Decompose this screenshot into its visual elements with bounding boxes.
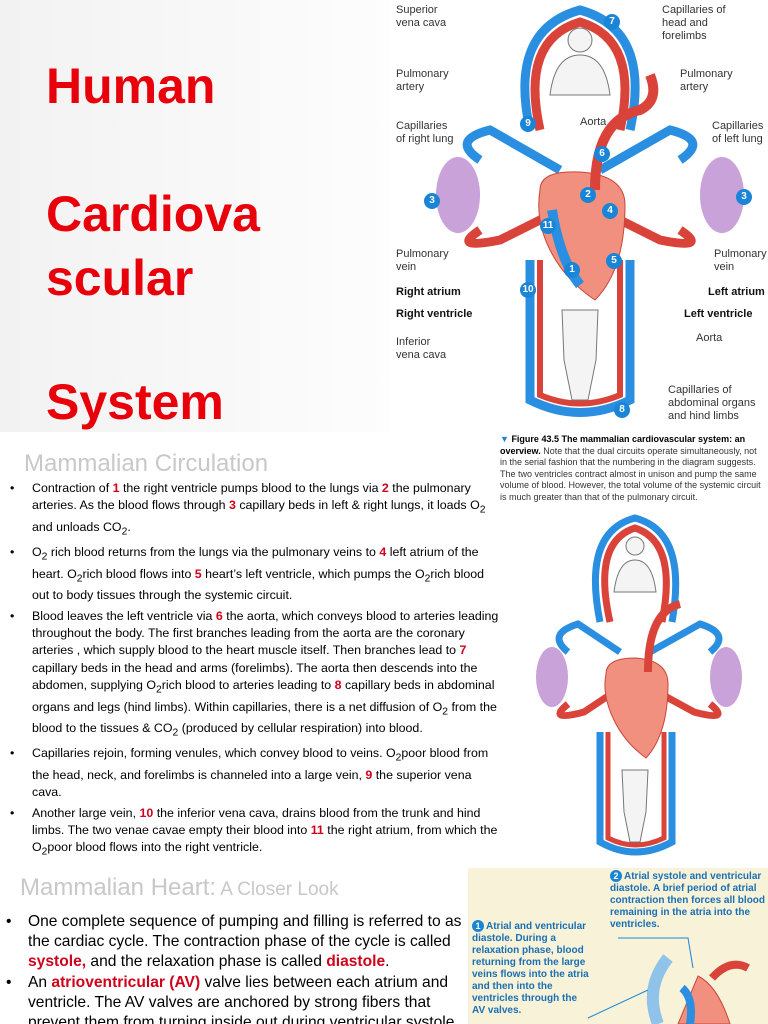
- label-inferior-vena-cava: Inferior vena cava: [396, 336, 446, 362]
- label-right-ventricle: Right ventricle: [396, 308, 472, 321]
- step-number-5: 5: [606, 253, 622, 269]
- step-number-3-right: 3: [736, 189, 752, 205]
- step-number-9: 9: [520, 116, 536, 132]
- heart-diastole-illustration: [468, 868, 768, 1024]
- triangle-icon: ▼: [500, 434, 509, 444]
- cardiovascular-diagram: Superior vena cava Capillaries of head a…: [390, 0, 768, 432]
- title-line-3: scular: [46, 250, 193, 306]
- figure-caption: ▼ Figure 43.5 The mammalian cardiovascul…: [500, 434, 762, 503]
- label-capillaries-left-lung: Capillaries of left lung: [712, 120, 763, 146]
- step-number-10: 10: [520, 282, 536, 298]
- slide-1: Human Cardiova scular System: [0, 0, 768, 432]
- title-line-4: System: [46, 374, 224, 430]
- step-number-1: 1: [564, 262, 580, 278]
- label-superior-vena-cava: Superior vena cava: [396, 4, 446, 30]
- title-line-2: Cardiova: [46, 186, 260, 242]
- bullet-item: Blood leaves the left ventricle via 6 th…: [10, 608, 500, 742]
- step-number-7: 7: [604, 14, 620, 30]
- circulation-bullet-list: Contraction of 1 the right ventricle pum…: [10, 480, 500, 864]
- circulation-illustration: [390, 0, 768, 432]
- step-number-4: 4: [602, 203, 618, 219]
- label-capillaries-head: Capillaries of head and forelimbs: [662, 4, 726, 43]
- slide-2: Mammalian Circulation Contraction of 1 t…: [0, 432, 768, 868]
- label-right-atrium: Right atrium: [396, 286, 461, 299]
- bullet-item: Another large vein, 10 the inferior vena…: [10, 805, 500, 861]
- bullet-item: O2 rich blood returns from the lungs via…: [10, 544, 500, 605]
- label-left-atrium: Left atrium: [708, 286, 765, 299]
- step-number-11: 11: [540, 218, 556, 234]
- label-pulmonary-vein-right: Pulmonary vein: [714, 248, 767, 274]
- bullet-item: One complete sequence of pumping and fil…: [6, 912, 468, 972]
- bullet-item: Capillaries rejoin, forming venules, whi…: [10, 745, 500, 801]
- label-aorta-bottom: Aorta: [696, 332, 722, 345]
- step-number-3-left: 3: [424, 193, 440, 209]
- heart-bullet-list: One complete sequence of pumping and fil…: [6, 912, 468, 1024]
- step-number-6: 6: [594, 146, 610, 162]
- section-heading-circulation: Mammalian Circulation: [24, 450, 268, 478]
- circulation-illustration-small: [500, 512, 768, 868]
- step-number-2: 2: [580, 187, 596, 203]
- slide-3: Mammalian Heart: A Closer Look One compl…: [0, 868, 768, 1024]
- label-aorta-top: Aorta: [580, 116, 606, 129]
- label-capillaries-abdominal: Capillaries of abdominal organs and hind…: [668, 384, 755, 423]
- label-pulmonary-vein-left: Pulmonary vein: [396, 248, 449, 274]
- bullet-item: Contraction of 1 the right ventricle pum…: [10, 480, 500, 541]
- cardiovascular-diagram-small: [500, 512, 768, 868]
- title-line-1: Human: [46, 58, 215, 114]
- bullet-item: An atrioventricular (AV) valve lies betw…: [6, 973, 468, 1024]
- step-number-8: 8: [614, 402, 630, 418]
- figure-number: Figure 43.5: [511, 434, 559, 444]
- label-left-ventricle: Left ventricle: [684, 308, 752, 321]
- label-pulmonary-artery-right: Pulmonary artery: [680, 68, 733, 94]
- label-pulmonary-artery-left: Pulmonary artery: [396, 68, 449, 94]
- section-heading-heart: Mammalian Heart: A Closer Look: [20, 874, 339, 902]
- label-capillaries-right-lung: Capillaries of right lung: [396, 120, 453, 146]
